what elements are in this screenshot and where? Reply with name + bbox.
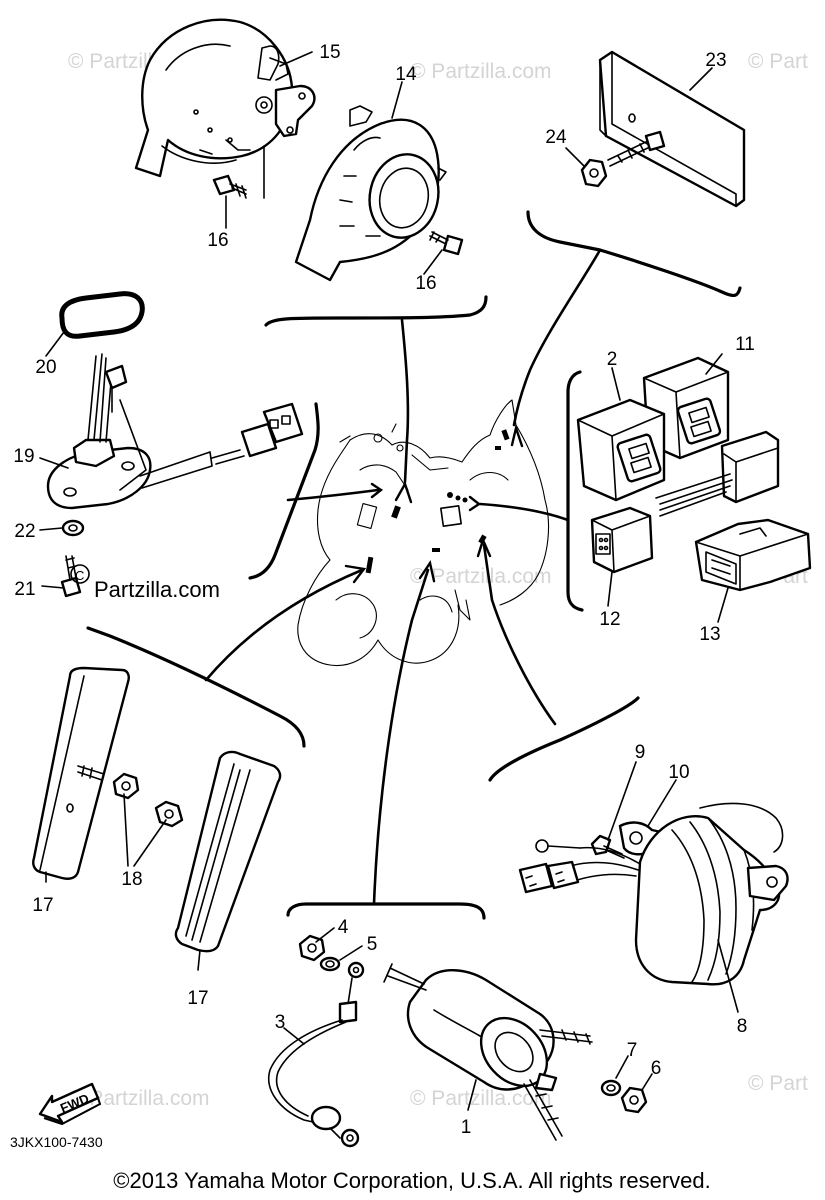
label-17b: 17: [187, 988, 208, 1009]
horn-left[interactable]: [134, 18, 316, 199]
label-13: 13: [699, 624, 720, 645]
label-15: 15: [319, 42, 340, 63]
copyright-notice: ©2013 Yamaha Motor Corporation, U.S.A. A…: [113, 1168, 710, 1193]
arrowheads: [344, 423, 524, 584]
bolt-16b[interactable]: [429, 231, 464, 256]
number-leaders: [39, 51, 739, 1111]
label-4: 4: [338, 917, 349, 938]
nut-18a[interactable]: [112, 772, 140, 800]
connector-13[interactable]: [694, 518, 812, 592]
harness-12[interactable]: [590, 430, 780, 574]
callout-lines: [86, 210, 742, 920]
label-23: 23: [705, 50, 726, 71]
nut-4[interactable]: [298, 934, 326, 962]
label-2: 2: [607, 349, 618, 370]
part-number-labels: 1 2 3 4 5 6 7 8 9 10 11 12 13 14 15 16 1…: [13, 42, 754, 1138]
bolt-16[interactable]: [212, 174, 247, 199]
watermarks: © Partzilla.com © Partzilla.com © Part ©…: [68, 50, 808, 1110]
label-12: 12: [599, 609, 620, 630]
rectifier-8[interactable]: [634, 802, 789, 986]
label-16: 16: [207, 230, 228, 251]
diagram-code: 3JKX100-7430: [10, 1134, 103, 1150]
svg-text:C: C: [75, 568, 84, 583]
label-17: 17: [32, 895, 53, 916]
tail-lens[interactable]: [598, 50, 746, 208]
label-5: 5: [367, 934, 378, 955]
label-16b: 16: [415, 273, 436, 294]
starter-relay-1[interactable]: [383, 963, 593, 1141]
label-22: 22: [14, 521, 35, 542]
relay-2[interactable]: [576, 398, 666, 502]
label-10: 10: [668, 762, 689, 783]
label-6: 6: [651, 1058, 662, 1079]
label-1: 1: [461, 1117, 472, 1138]
watermark: © Part: [748, 50, 808, 73]
horn-right[interactable]: [294, 105, 447, 282]
label-19: 19: [13, 446, 34, 467]
label-14: 14: [395, 64, 417, 85]
nut-24[interactable]: [580, 130, 666, 188]
rectifier-wiring: [518, 839, 641, 894]
watermark: © Partzilla.com: [410, 1087, 552, 1110]
label-24: 24: [545, 127, 567, 148]
inline-watermark: C Partzilla.com: [70, 564, 220, 602]
reflector-17b[interactable]: [174, 750, 282, 953]
label-3: 3: [275, 1012, 286, 1033]
fuel-sender-19[interactable]: [46, 353, 304, 510]
gasket-20[interactable]: [59, 291, 145, 339]
watermark: © Partzilla.com: [410, 565, 552, 588]
label-8: 8: [737, 1016, 748, 1037]
label-9: 9: [635, 742, 646, 763]
label-18: 18: [121, 869, 142, 890]
watermark: © Part: [748, 1072, 808, 1095]
nut-18b[interactable]: [154, 800, 184, 828]
lead-wire-3[interactable]: [267, 961, 365, 1148]
washer-22[interactable]: [61, 519, 85, 537]
watermark: © Partzilla.com: [410, 60, 552, 83]
label-11: 11: [735, 334, 755, 355]
label-21: 21: [14, 579, 35, 600]
washer-5[interactable]: [319, 956, 341, 972]
label-7: 7: [627, 1040, 638, 1061]
reflector-17a[interactable]: [32, 666, 130, 880]
washer-7[interactable]: [600, 1079, 622, 1097]
watermark-inline: Partzilla.com: [94, 577, 220, 602]
watermark: © Partzilla.com: [68, 1087, 210, 1110]
motorcycle-outline: [297, 399, 550, 667]
label-20: 20: [35, 357, 56, 378]
nut-6[interactable]: [620, 1086, 648, 1114]
